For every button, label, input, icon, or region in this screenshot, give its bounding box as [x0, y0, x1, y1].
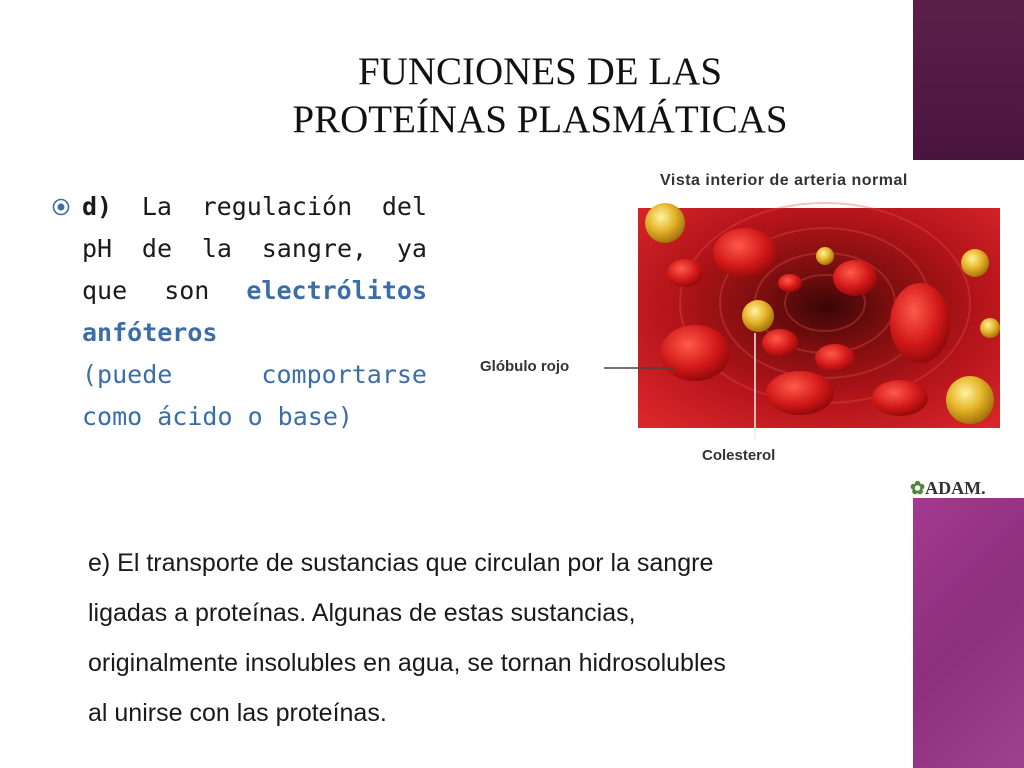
leaf-icon: ✿ [910, 478, 926, 498]
word: del [381, 192, 427, 221]
bullet-line: d) La regulación del [82, 186, 427, 228]
paragraph-line: originalmente insolubles en agua, se tor… [88, 649, 726, 677]
word: La [141, 192, 172, 221]
artery-figure: Vista interior de arteria normal Glóbulo… [480, 168, 1020, 498]
paragraph-line: e) El transporte de sustancias que circu… [88, 549, 714, 577]
highlight-term: electrólitos [246, 276, 427, 305]
word: sangre, [261, 234, 368, 263]
label-cholesterol: Colesterol [702, 447, 776, 464]
title-line-1: FUNCIONES DE LAS [357, 50, 723, 93]
bullet-line: (puede comportarse [82, 354, 427, 396]
paragraph-e: e) El transporte de sustancias que circu… [88, 538, 968, 738]
adam-logo: ✿ADAM. [910, 478, 986, 499]
bullet-line: anfóteros [82, 312, 427, 354]
label-red-blood-cell: Glóbulo rojo [480, 358, 570, 375]
item-marker: d) [82, 192, 113, 221]
red-blood-cells [660, 228, 950, 416]
logo-text: ADAM. [925, 478, 986, 498]
paragraph-line: al unirse con las proteínas. [88, 699, 387, 727]
cholesterol-particles [645, 203, 1000, 424]
decorative-bar-bottom [913, 498, 1024, 768]
bullet-line: pH de la sangre, ya [82, 228, 427, 270]
highlight-term: anfóteros [82, 318, 218, 347]
word: son [164, 276, 210, 305]
word: regulación [201, 192, 353, 221]
bullet-line: que son electrólitos [82, 270, 427, 312]
word: pH [82, 234, 113, 263]
word: ya [396, 234, 427, 263]
bullet-item-d: d) La regulación del pH de la sangre, ya… [82, 186, 427, 438]
circled-dot-icon [52, 198, 70, 216]
word: comportarse [261, 360, 427, 389]
word: de [141, 234, 173, 263]
figure-title: Vista interior de arteria normal [660, 172, 908, 189]
decorative-bar-top [913, 0, 1024, 160]
artery-illustration [604, 202, 1000, 440]
word: como ácido o base) [82, 402, 353, 431]
word: que [82, 276, 128, 305]
word: (puede [82, 360, 173, 389]
slide-title: FUNCIONES DE LAS PROTEÍNAS PLASMÁTICAS [230, 48, 850, 144]
paragraph-line: ligadas a proteínas. Algunas de estas su… [88, 599, 636, 627]
title-line-2: PROTEÍNAS PLASMÁTICAS [292, 98, 788, 141]
word: la [201, 234, 232, 263]
bullet-line: como ácido o base) [82, 396, 427, 438]
